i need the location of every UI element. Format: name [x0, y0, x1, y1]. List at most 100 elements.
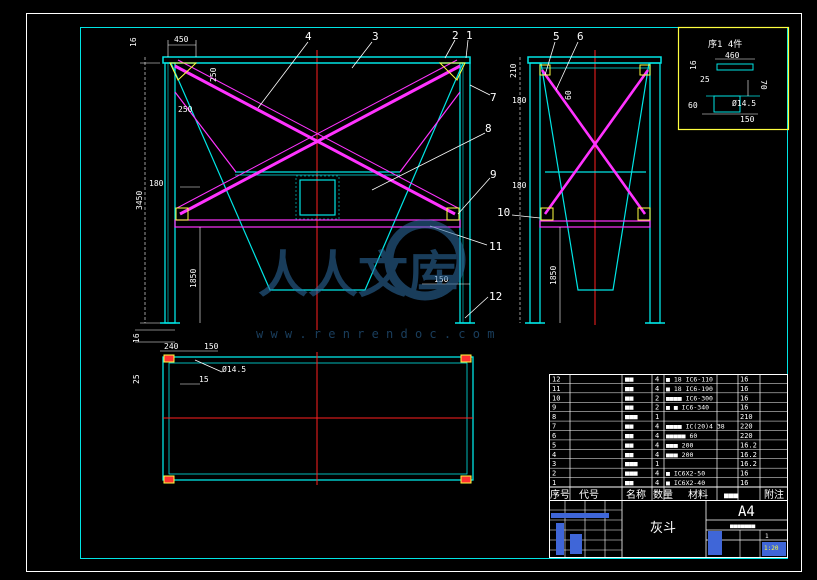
side-dim-upper: 180 [512, 96, 527, 105]
callout-4: 4 [305, 30, 312, 43]
callout-6: 6 [577, 30, 584, 43]
bom-cell-name: ■■ [625, 432, 634, 440]
detail-dim-base: 150 [740, 115, 755, 124]
bom-cell-name: ■■ [625, 441, 634, 449]
sheet-size: A4 [738, 504, 755, 520]
bom-cell-qty: 4 [655, 479, 659, 487]
watermark-brand: 人人文库 [258, 246, 458, 304]
bom-cell-no: 8 [552, 413, 556, 421]
callout-1: 1 [466, 29, 473, 42]
bom-cell-name: ■■■ [625, 470, 638, 478]
bom-cell-name: ■■■ [625, 413, 638, 421]
detail-dim-width: 460 [725, 51, 740, 60]
callout-7: 7 [490, 91, 497, 104]
bom-cell-material: ■ 18 IC6-110 [666, 375, 713, 383]
bom-cell-qty: 1 [655, 460, 659, 468]
bom-cell-material: ■■■ 200 [666, 451, 693, 459]
bom-cell-no: 9 [552, 404, 556, 412]
header-material: 材料 [688, 488, 708, 501]
bom-cell-material: ■■■■■ 60 [666, 432, 697, 440]
bom-cell-no: 10 [552, 394, 560, 402]
bom-cell-note: 16 [740, 375, 748, 383]
front-view [135, 39, 491, 343]
title-block [549, 500, 788, 558]
bom-cell-qty: 2 [655, 394, 659, 402]
plan-view-labels: 240 150 15 Ø14.5 [164, 342, 246, 384]
bom-cell-qty: 4 [655, 432, 659, 440]
detail-dim-height: 70 [759, 80, 768, 90]
plan-view [160, 350, 474, 485]
plan-dim-right: 150 [204, 342, 219, 351]
bom-cell-qty: 4 [655, 385, 659, 393]
bom-cell-material: ■ IC6X2-50 [666, 470, 705, 478]
callout-10: 10 [497, 206, 510, 219]
bom-cell-no: 7 [552, 423, 556, 431]
side-view-labels: 210 180 60 180 1850 [509, 63, 573, 285]
bom-cell-no: 11 [552, 385, 560, 393]
bom-cell-material: ■ 18 IC6-190 [666, 385, 713, 393]
detail-box [677, 26, 790, 131]
bom-cell-name: ■■ [625, 385, 634, 393]
side-view [511, 41, 665, 325]
dim-top-pad: 16 [129, 37, 138, 47]
callout-3: 3 [372, 30, 379, 43]
bom-cell-note: 220 [740, 432, 753, 440]
side-dim-gap: 60 [564, 90, 573, 100]
bom-cell-no: 2 [552, 470, 556, 478]
detail-title: 序1 4件 [708, 38, 742, 50]
callout-11: 11 [489, 240, 502, 253]
inner-frame [80, 27, 788, 559]
header-code: 代号 [579, 489, 599, 501]
callout-8: 8 [485, 122, 492, 135]
bom-cell-name: ■■ [625, 375, 634, 383]
callout-12: 12 [489, 290, 502, 303]
front-view-labels: 16 450 250 250 3450 180 1850 150 16 25 [129, 35, 449, 384]
bom-cell-no: 1 [552, 479, 556, 487]
header-weight: ■■■ [724, 491, 739, 500]
watermark: 人人文库 w w w . r e n r e n d o c . c o m [256, 219, 494, 341]
detail-dim-edge: 25 [700, 75, 710, 84]
plan-dim-left: 240 [164, 342, 179, 351]
drawing-no: ■■■■■■■ [730, 523, 756, 530]
scale: 1:20 [764, 545, 779, 552]
detail-dim-hole: Ø14.5 [732, 98, 756, 108]
dim-gusset-side: 250 [178, 105, 193, 114]
dim-lower-height: 1850 [189, 269, 198, 288]
bom-cell-no: 12 [552, 375, 560, 383]
bom-cell-note: 16 [740, 479, 748, 487]
bom-cell-name: ■■ [625, 404, 634, 412]
title-block-labels: 灰斗 A4 ■■■■■■■ 1 1:20 [650, 504, 779, 552]
watermark-url: w w w . r e n r e n d o c . c o m [256, 327, 494, 341]
side-view-callouts: 5 6 10 [497, 30, 584, 219]
outer-frame [26, 13, 802, 572]
side-dim-mid: 180 [512, 181, 527, 190]
bom-cell-no: 5 [552, 441, 556, 449]
bom-cell-qty: 4 [655, 441, 659, 449]
bom-headers: 序号 代号 名称 数量 材料 ■■■ 附注 [550, 488, 784, 501]
side-dim-top: 210 [509, 63, 518, 78]
callout-5: 5 [553, 30, 560, 43]
bom-cell-no: 4 [552, 451, 556, 459]
bom-cell-note: 16.2 [740, 451, 757, 459]
detail-dim-pad: 16 [689, 60, 698, 70]
header-no: 序号 [550, 488, 570, 501]
part-name: 灰斗 [650, 521, 676, 536]
front-view-callouts: 4 3 2 1 7 8 9 11 12 [305, 29, 502, 303]
dim-foot: 150 [434, 275, 449, 284]
dim-gusset-top: 250 [209, 67, 218, 82]
bom-cell-material: ■■■■ IC(20)4 38 [666, 423, 725, 431]
bom-cell-note: 16.2 [740, 460, 757, 468]
bom-cell-qty: 4 [655, 375, 659, 383]
bom-cell-material: ■■■■ IC6-300 [666, 394, 713, 402]
bom-cell-name: ■■ [625, 394, 634, 402]
bom-cell-material: ■■■ 200 [666, 441, 693, 449]
dim-base-pad: 16 [132, 333, 141, 343]
bom-cell-material: ■ ■ IC6-340 [666, 404, 709, 412]
bom-cell-qty: 2 [655, 404, 659, 412]
bom-cell-name: ■■■ [625, 460, 638, 468]
dim-beam-offset: 180 [149, 179, 164, 188]
header-qty: 数量 [653, 488, 673, 501]
bom-cell-note: 16 [740, 470, 748, 478]
header-name: 名称 [626, 488, 646, 501]
